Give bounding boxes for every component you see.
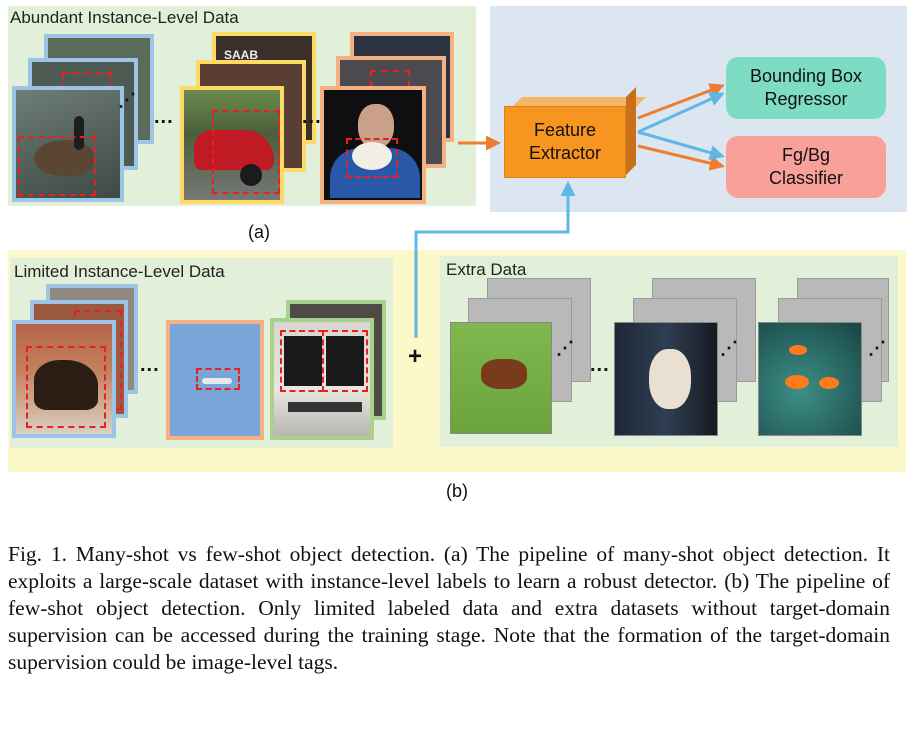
feature-extractor-box-side	[626, 87, 636, 175]
car-wheel	[240, 164, 262, 186]
plus-sign: +	[408, 343, 423, 370]
horse-shape	[481, 359, 527, 389]
ellipsis-a-2: ...	[302, 106, 322, 128]
car-plate-text: SAAB	[224, 48, 259, 62]
horse-photo	[450, 322, 552, 434]
person-face	[358, 104, 394, 148]
fg-bg-classifier-node: Fg/Bg Classifier	[726, 136, 886, 198]
panel-b-label: (b)	[446, 481, 468, 501]
keyboard	[288, 402, 362, 412]
clownfish-shape-3	[819, 377, 839, 389]
clownfish-shape-2	[785, 375, 809, 389]
feature-extractor-node: Feature Extractor	[504, 106, 626, 178]
ellipsis-goose-vertical: ⋰	[118, 90, 137, 110]
goose-photo-front	[12, 86, 124, 202]
cat-shape	[649, 349, 691, 409]
limited-data-title: Limited Instance-Level Data	[14, 262, 225, 281]
ellipsis-cat-vertical: ⋰	[720, 338, 739, 358]
clownfish-shape-1	[789, 345, 807, 355]
clownfish-photo	[758, 322, 862, 436]
red-car-shape	[194, 130, 274, 170]
small-dog	[352, 142, 392, 170]
feature-extractor-label: Feature Extractor	[528, 120, 602, 163]
person-photo-front	[320, 86, 426, 204]
panel-a-title: Abundant Instance-Level Data	[10, 8, 239, 27]
airplane-shape	[202, 378, 232, 384]
dog-photo-front	[12, 320, 116, 438]
ellipsis-fish-vertical: ⋰	[868, 338, 887, 358]
car-photo-front	[180, 86, 284, 204]
panel-a-label: (a)	[248, 222, 270, 242]
monitor-right	[326, 336, 364, 386]
goose-neck	[74, 116, 84, 150]
bounding-box-regressor-label: Bounding Box Regressor	[749, 66, 863, 109]
ellipsis-b-2: ...	[590, 354, 610, 376]
dog-shape	[34, 360, 98, 410]
monitor-photo-front	[270, 318, 374, 440]
goose-shape	[34, 140, 94, 176]
extra-data-title: Extra Data	[446, 260, 527, 279]
fg-bg-classifier-label: Fg/Bg Classifier	[768, 145, 843, 188]
ellipsis-b-1: ...	[140, 354, 160, 376]
ellipsis-a-1: ...	[154, 106, 174, 128]
ellipsis-horse-vertical: ⋰	[556, 338, 575, 358]
airplane-photo	[166, 320, 264, 440]
monitor-left	[284, 336, 322, 386]
figure-caption: Fig. 1. Many-shot vs few-shot object det…	[8, 542, 890, 674]
bounding-box-regressor-node: Bounding Box Regressor	[726, 57, 886, 119]
cat-photo	[614, 322, 718, 436]
